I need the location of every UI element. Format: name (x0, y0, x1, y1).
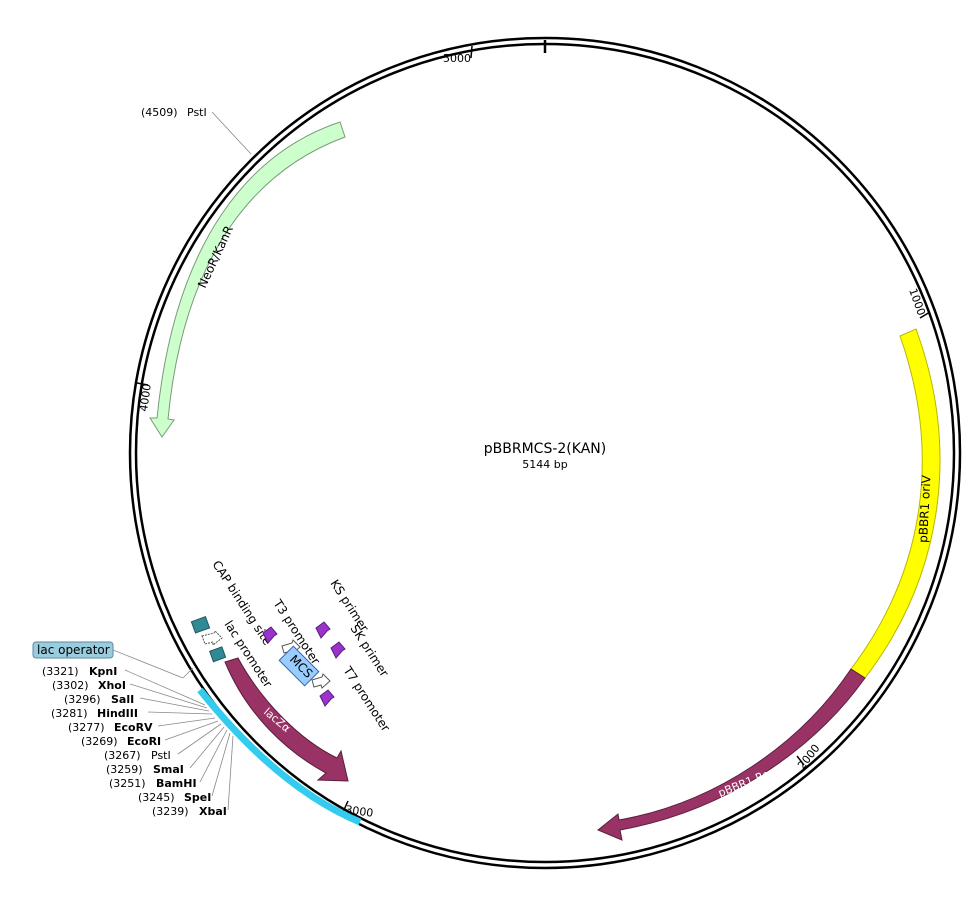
feature-mcs-box[interactable] (278, 645, 320, 687)
site-psti-top-name: PstI (187, 106, 207, 119)
site-ecorv-name: EcoRV (114, 721, 153, 734)
site-spei-pos: (3245) (138, 791, 175, 804)
site-ecori-name: EcoRI (127, 735, 161, 748)
plasmid-length: 5144 bp (522, 458, 567, 471)
backbone-outer (128, 36, 962, 870)
leader-xhoi (129, 683, 208, 709)
leader-smai (189, 726, 225, 769)
site-leaders (124, 669, 234, 811)
feature-lacprom-arrow[interactable] (201, 630, 223, 647)
site-xbai-pos: (3239) (152, 805, 189, 818)
leader-xbai (227, 735, 234, 811)
lac-operator-leader-2 (182, 667, 194, 679)
site-psti-name: PstI (151, 749, 171, 762)
lac-operator-label: lac operator (37, 643, 110, 657)
site-psti-top-leader (211, 111, 252, 155)
tick-4000 (136, 382, 149, 386)
tick-1000 (919, 311, 931, 319)
lac-operator-leader (112, 649, 184, 679)
leader-spei (211, 732, 231, 797)
site-bamhi-name: BamHI (156, 777, 197, 790)
feature-lacz-band (197, 687, 362, 826)
tick-5000 (470, 45, 473, 59)
feature-cap-box[interactable] (190, 615, 211, 634)
site-psti-top-pos: (4509) (141, 106, 178, 119)
tick-label-4000: 4000 (137, 383, 154, 413)
site-ecorv-pos: (3277) (68, 721, 105, 734)
feature-rep-arrow[interactable] (597, 668, 866, 841)
site-xbai-name: XbaI (199, 805, 227, 818)
tick-label-1000: 1000 (906, 287, 928, 318)
site-bamhi-pos: (3251) (109, 777, 146, 790)
site-kpni-name: KpnI (89, 665, 117, 678)
feature-neor-arrow[interactable] (149, 121, 346, 438)
site-sali-name: SalI (111, 693, 134, 706)
leader-sali (139, 697, 210, 712)
leader-ecori (164, 720, 219, 741)
site-smai-name: SmaI (153, 763, 184, 776)
feature-t7-arrow[interactable] (319, 689, 335, 707)
site-sali-pos: (3296) (64, 693, 101, 706)
feature-t3-arrow[interactable] (262, 626, 278, 644)
tick-2000 (796, 755, 805, 766)
site-xhoi-pos: (3302) (52, 679, 89, 692)
site-smai-pos: (3259) (106, 763, 143, 776)
leader-hindiii (147, 711, 213, 715)
site-xhoi-name: XhoI (98, 679, 126, 692)
feature-lacop-box[interactable] (209, 646, 227, 663)
site-ecori-pos: (3269) (81, 735, 118, 748)
leader-ecorv (157, 717, 216, 727)
feature-t7-promoter-shape[interactable] (311, 673, 331, 689)
site-hindiii-pos: (3281) (51, 707, 88, 720)
feature-ks-arrow[interactable] (315, 621, 331, 639)
site-hindiii-name: HindIII (97, 707, 138, 720)
plasmid-name: pBBRMCS-2(KAN) (484, 441, 606, 457)
leader-kpni (124, 669, 206, 706)
leader-psti (177, 723, 222, 755)
feature-sk-arrow[interactable] (330, 641, 346, 659)
tick-label-5000: 5000 (443, 52, 471, 65)
site-kpni-pos: (3321) (42, 665, 79, 678)
feature-oriv-label: pBBR1 oriV (916, 474, 934, 543)
site-spei-name: SpeI (184, 791, 211, 804)
site-psti-pos: (3267) (104, 749, 141, 762)
feature-ks-label: KS primer (327, 577, 371, 634)
leader-bamhi (199, 729, 228, 783)
tick-3000 (342, 800, 349, 813)
feature-lacz-arrow[interactable] (224, 657, 349, 782)
